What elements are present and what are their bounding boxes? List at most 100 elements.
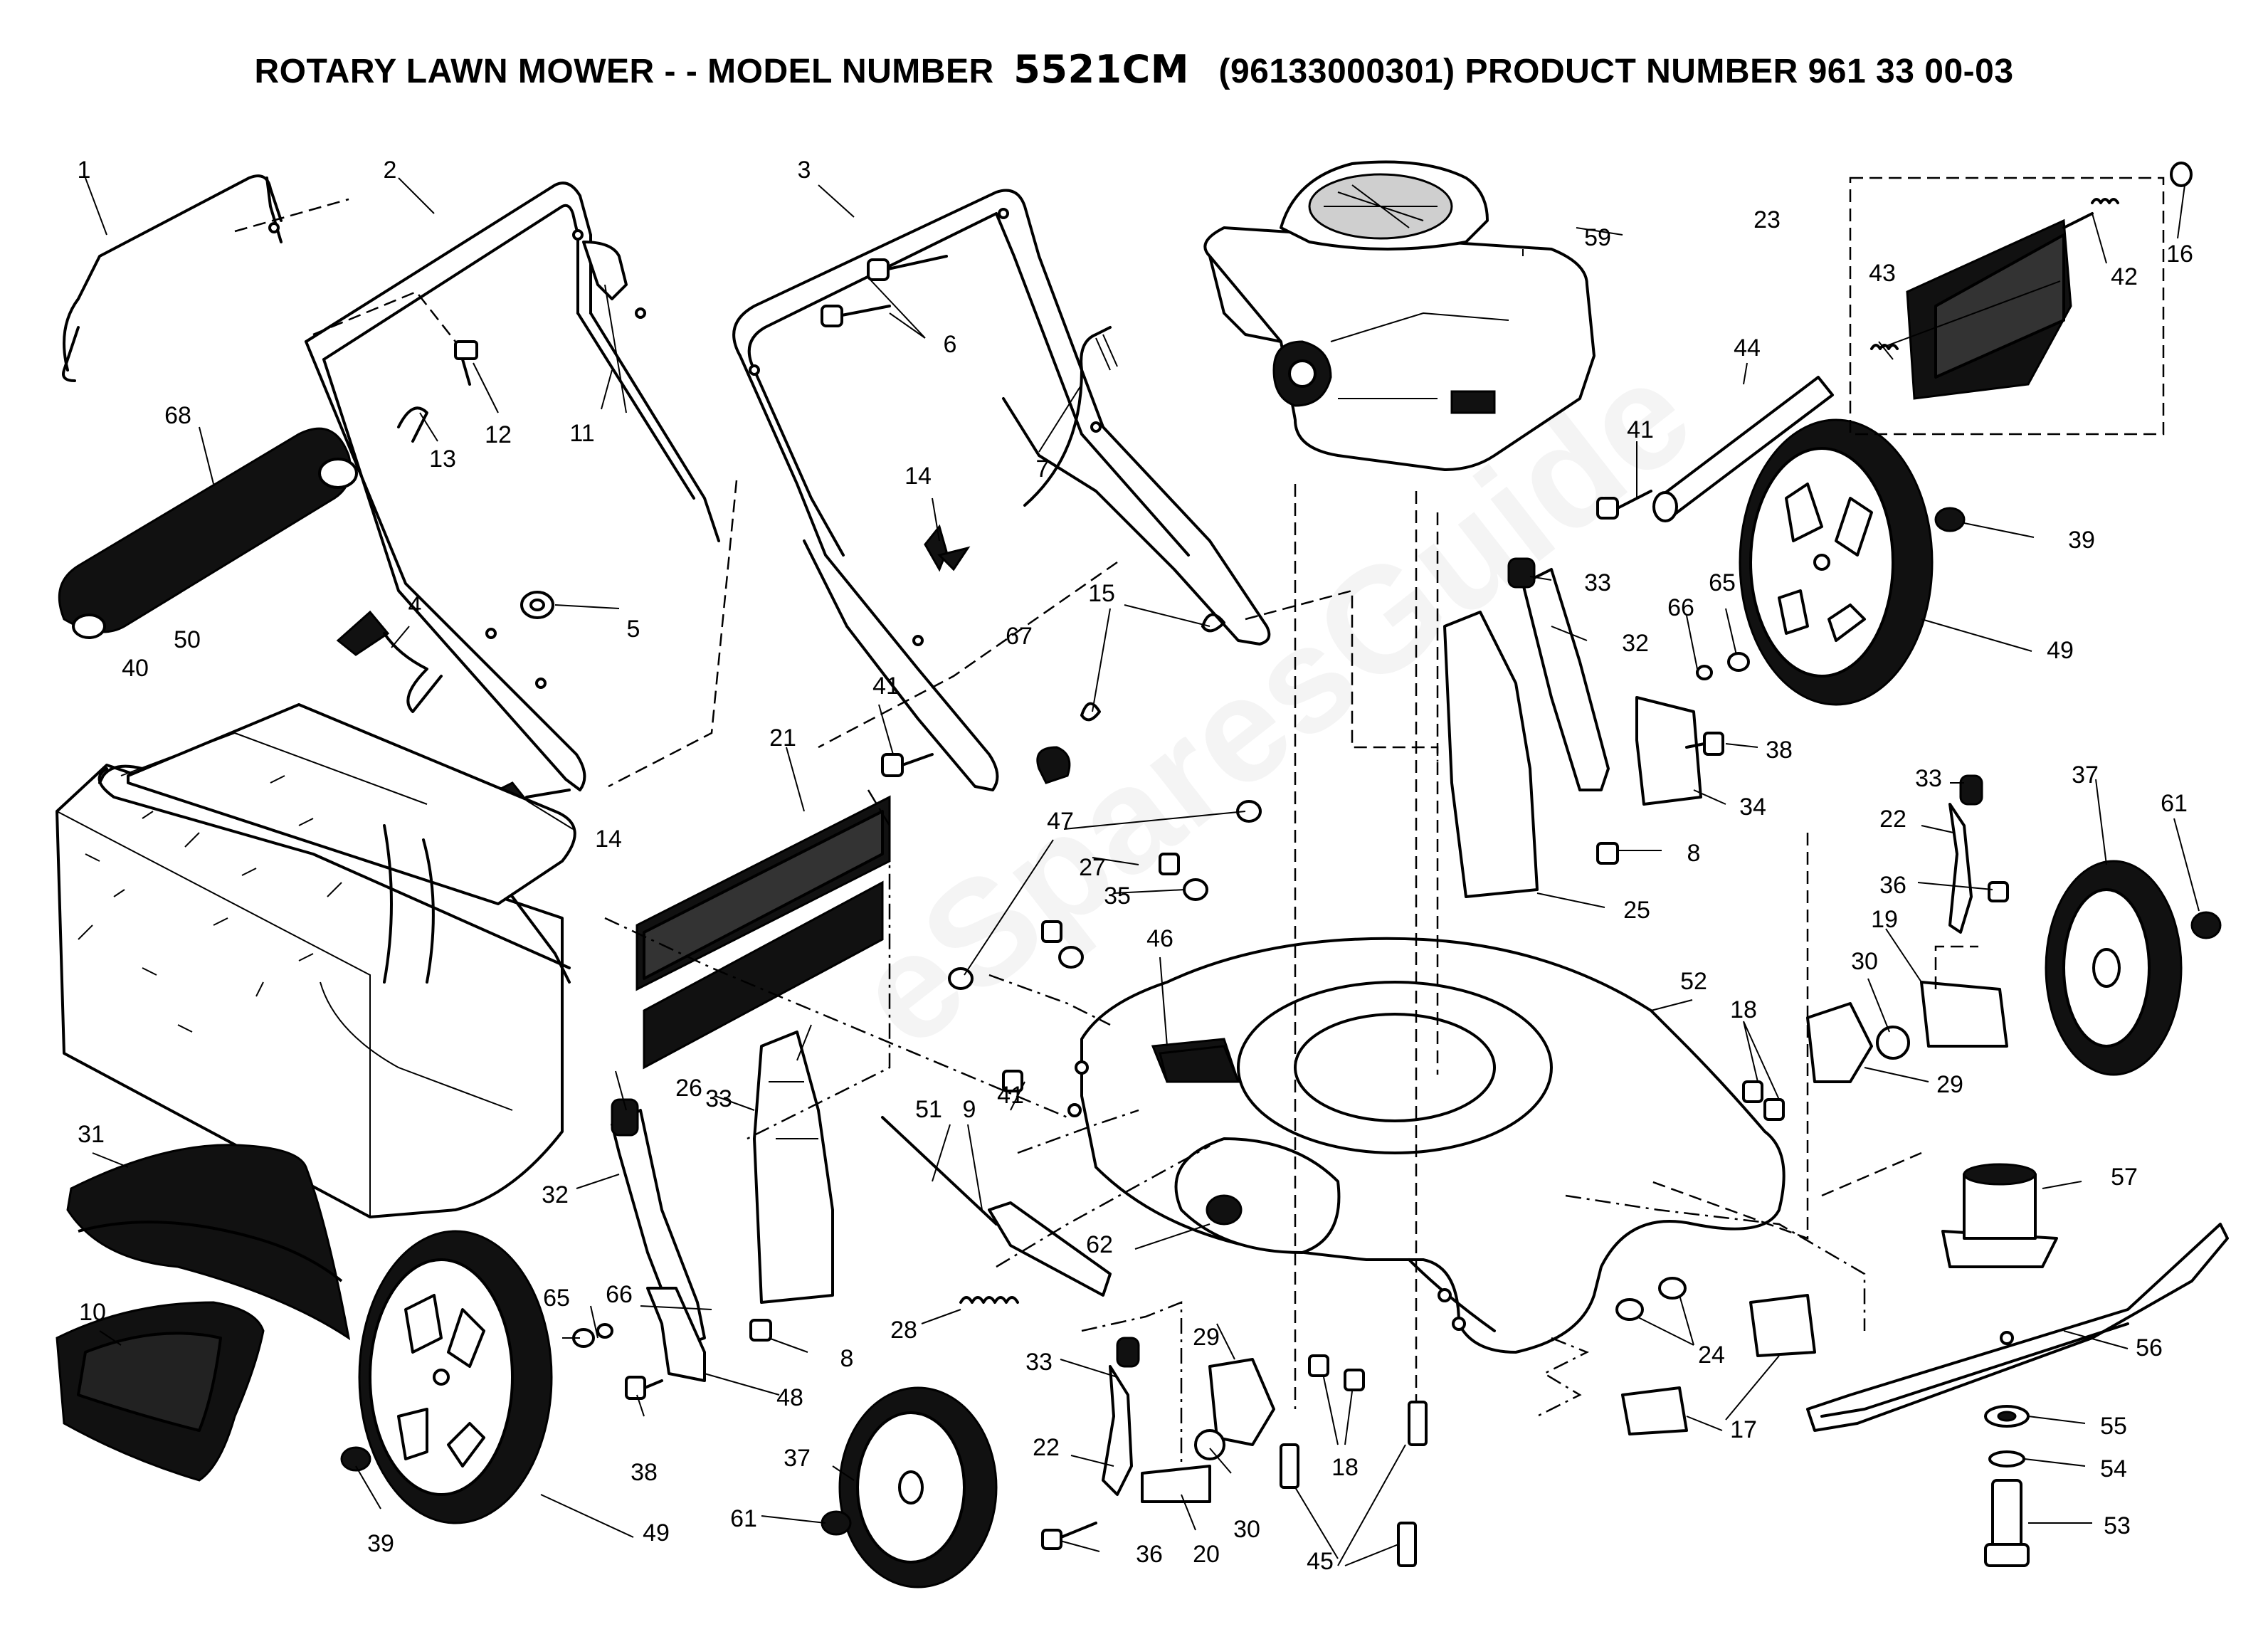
callout-29-rear: 29 [1193,1324,1220,1351]
callout-42: 42 [2111,263,2138,290]
callout-61-rear: 61 [730,1505,757,1532]
callout-45: 45 [1307,1548,1334,1575]
washer-5 [520,591,554,619]
callout-22-rear: 22 [1033,1434,1060,1461]
callout-14-lower: 14 [595,826,622,853]
callout-33-lower: 33 [1025,1349,1053,1376]
callout-25: 25 [1623,897,1650,924]
callout-labels: 1 2 3 4 5 6 7 8 8 9 10 11 12 13 14 14 14… [78,157,2193,1575]
wheel-37-front [2045,860,2183,1076]
hinge-rod-44 [1652,376,1834,522]
deck-bolt-18 [1308,1080,1785,1391]
wheel-nut-61 [821,911,2222,1536]
rear-door-23 [1849,176,2165,436]
callout-51: 51 [915,1096,942,1123]
baffle-plate-17 [1621,1294,1816,1435]
mower-deck-52 [1067,937,1786,1354]
callout-22-front: 22 [1879,806,1906,833]
axle-rod-51 [881,1116,998,1226]
callout-23: 23 [1753,206,1781,233]
callout-66-rear: 66 [606,1281,633,1308]
height-adjuster-25 [1443,611,1539,898]
callout-50: 50 [174,626,201,653]
flap-bolt-41 [881,753,934,777]
callout-44: 44 [1734,334,1761,362]
axle-bracket-34 [1635,696,1702,806]
callout-2: 2 [384,157,397,184]
wheel-49-rear [358,1230,553,1524]
handle-grip [58,427,358,639]
door-cap-16 [2170,162,2193,187]
callout-21: 21 [769,724,796,752]
callout-15: 15 [1088,580,1115,607]
callout-34: 34 [1739,794,1766,821]
wheel-nut-39 [340,507,1966,1472]
diagram-title: ROTARY LAWN MOWER - - MODEL NUMBER 5521C… [0,47,2268,92]
rear-flap-21 [635,795,891,1070]
door-spring [1870,198,2119,350]
nut-35-47 [948,800,1262,990]
height-lever-22-rear [1948,803,1973,934]
wheel-plate-20 [1141,1465,1211,1503]
callout-41-front: 41 [1627,416,1654,443]
wheel-37-rear [838,1386,998,1588]
blade-56 [1806,1223,2229,1432]
grass-catcher [56,703,576,1218]
callout-18-front: 18 [1730,996,1757,1023]
bracket-9 [988,1201,1112,1297]
cable-guide [582,241,628,413]
callout-49-rear: 49 [643,1519,670,1546]
control-bar [62,174,283,382]
callout-6: 6 [944,331,957,358]
callout-16: 16 [2166,241,2193,268]
assembly-lines [234,198,1978,1466]
wheel-49-front [1739,418,1934,706]
cable-clip-67 [1036,746,1071,784]
callout-20: 20 [1193,1541,1220,1568]
leader-lines [85,177,2200,1566]
callout-37-rear: 37 [784,1445,811,1472]
callout-68: 68 [164,402,191,429]
cable-tie-15 [1080,613,1225,722]
callout-48: 48 [776,1384,803,1411]
spring-28 [959,1296,1019,1304]
callout-12: 12 [485,421,512,448]
callout-9: 9 [963,1096,976,1123]
height-lever-32-rear [611,1109,706,1347]
callout-35: 35 [1104,882,1131,910]
callout-41-mid: 41 [997,1082,1024,1109]
callout-13: 13 [429,446,456,473]
callout-55: 55 [2100,1413,2127,1440]
callout-66-front: 66 [1667,594,1694,621]
callout-28: 28 [890,1317,917,1344]
height-bolt-8 [749,842,1619,1342]
callout-32-front: 32 [1622,630,1649,657]
upper-handle [305,181,720,791]
callout-53: 53 [2104,1512,2131,1539]
washer-55 [1984,1405,2030,1428]
callout-29-front: 29 [1936,1071,1963,1098]
wheel-bolt-38 [625,732,1724,1400]
callout-8-rear: 8 [840,1345,854,1372]
callout-11: 11 [569,420,594,447]
callout-40: 40 [122,655,149,682]
callout-38-rear: 38 [631,1459,658,1486]
callout-36-rear: 36 [1136,1541,1163,1568]
washer-65-66 [572,652,1750,1348]
callout-10: 10 [79,1299,106,1326]
callout-36-front: 36 [1879,872,1906,899]
callout-56: 56 [2136,1334,2163,1361]
screw-36 [1041,881,2009,1550]
height-adjuster-26 [753,1031,834,1304]
callout-33-front: 33 [1584,569,1611,596]
callout-38-front: 38 [1766,737,1793,764]
callout-17: 17 [1730,1416,1757,1443]
callout-65-front: 65 [1709,569,1736,596]
title-suffix: (96133000301) PRODUCT NUMBER 961 33 00-0… [1218,53,2014,90]
callout-41-flap: 41 [872,673,900,700]
callout-65-rear: 65 [543,1285,570,1312]
callout-62: 62 [1086,1231,1113,1258]
handle-bolts-6 [821,255,948,327]
model-number: 5521CM [1013,47,1189,92]
